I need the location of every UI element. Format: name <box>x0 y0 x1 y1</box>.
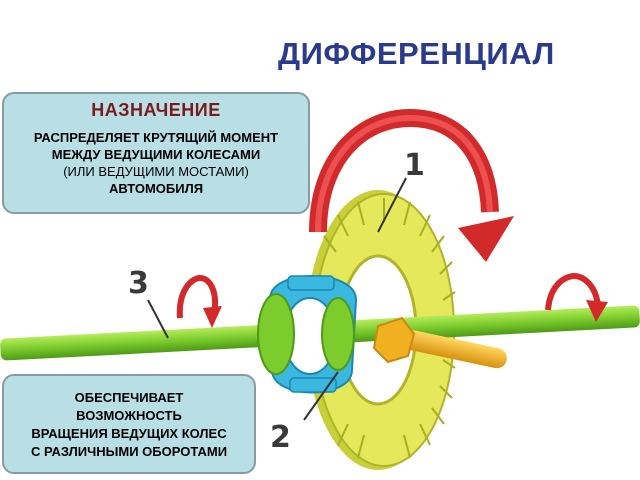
purpose-line-4: АВТОМОБИЛЯ <box>108 181 204 196</box>
function-line-3: ВРАЩЕНИЯ ВЕДУЩИХ КОЛЕС <box>31 426 227 441</box>
function-line-1: ОБЕСПЕЧИВАЕТ <box>74 390 184 405</box>
callout-side-gears: 2 <box>270 420 291 455</box>
purpose-line-2: МЕЖДУ ВЕДУЩИМИ КОЛЕСАМИ <box>51 147 261 162</box>
callout-ring-gear: 1 <box>404 148 425 183</box>
purpose-box: НАЗНАЧЕНИЕ РАСПРЕДЕЛЯЕТ КРУТЯЩИЙ МОМЕНТ … <box>2 92 310 214</box>
function-box: ОБЕСПЕЧИВАЕТ ВОЗМОЖНОСТЬ ВРАЩЕНИЯ ВЕДУЩИ… <box>2 374 256 474</box>
purpose-line-1: РАСПРЕДЕЛЯЕТ КРУТЯЩИЙ МОМЕНТ <box>33 130 279 145</box>
leader-line-2 <box>303 371 339 421</box>
page-title: ДИФФЕРЕНЦИАЛ <box>278 36 555 71</box>
ring-rotation-arrow <box>309 108 514 262</box>
purpose-heading: НАЗНАЧЕНИЕ <box>91 100 221 120</box>
leader-line-1 <box>377 177 407 233</box>
differential-carrier <box>257 275 358 394</box>
function-line-2: ВОЗМОЖНОСТЬ <box>76 408 182 423</box>
callout-axle: 3 <box>128 266 149 301</box>
leader-line-3 <box>147 299 169 339</box>
pinion-gear <box>372 316 507 369</box>
function-line-4: С РАЗЛИЧНЫМИ ОБОРОТАМИ <box>30 444 228 459</box>
purpose-line-3: (ИЛИ ВЕДУЩИМИ МОСТАМИ) <box>63 164 249 179</box>
left-wheel-rotation-arrow <box>176 274 222 328</box>
right-wheel-rotation-arrow <box>545 272 608 322</box>
